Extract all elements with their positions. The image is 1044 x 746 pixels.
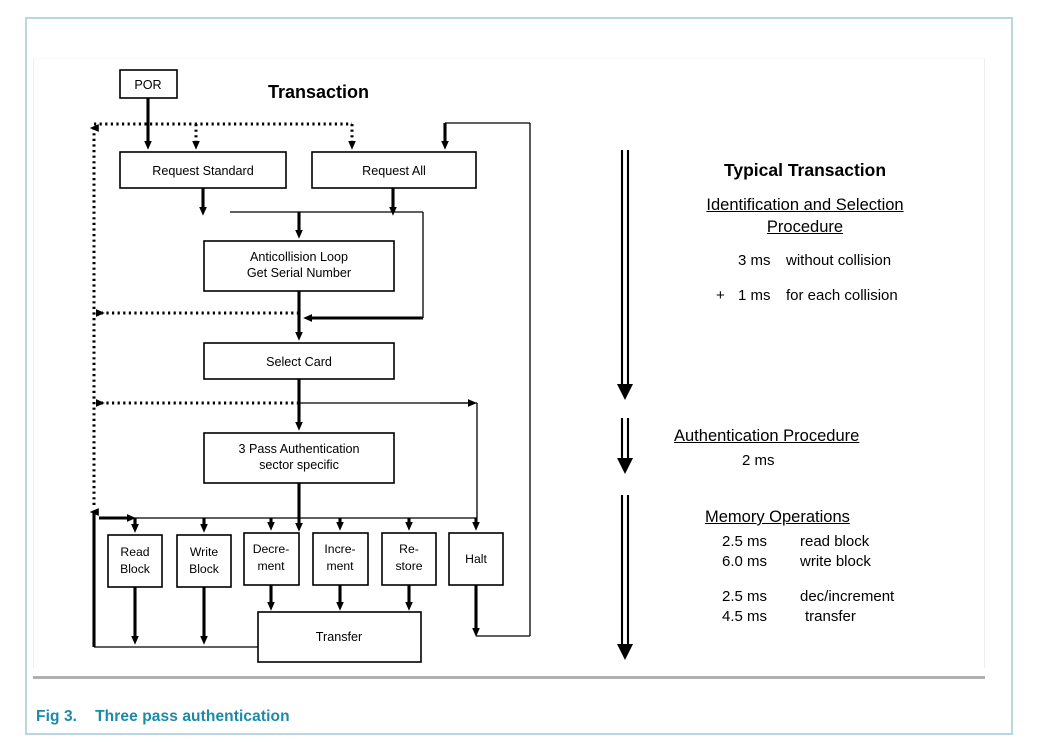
annotation-heading: Typical Transaction — [723, 160, 887, 180]
label-read-1: Read — [120, 545, 149, 559]
annotation-section-1-row-0-desc: without collision — [786, 252, 892, 269]
label-auth-1: 3 Pass Authentication — [238, 442, 359, 456]
label-request-all: Request All — [362, 164, 426, 178]
node-read-block — [107, 534, 163, 588]
annotation-section-1-title-line2: Procedure — [766, 218, 844, 236]
annotation-section-3-title: Memory Operations — [705, 508, 850, 526]
label-auth-2: sector specific — [259, 458, 339, 472]
label-select-card: Select Card — [266, 355, 332, 369]
annotation-section-1-row-0-value: 3 ms — [738, 252, 771, 269]
node-request-standard — [119, 151, 287, 189]
label-increment-1: Incre- — [324, 542, 355, 556]
figure-caption: Fig 3. Three pass authentication — [36, 708, 290, 726]
node-decrement — [243, 532, 300, 586]
label-anticollision-2: Get Serial Number — [247, 266, 351, 280]
label-decrement-2: ment — [257, 559, 285, 573]
annotation-section-1-row-1-prefix: + — [716, 287, 725, 304]
annotation-section-3-row-1-desc: write block — [800, 553, 871, 570]
node-write-block — [176, 534, 232, 588]
node-anticollision — [203, 240, 395, 292]
node-select-card — [203, 342, 395, 380]
label-read-2: Block — [120, 562, 151, 576]
annotation-section-1-row-1-value: 1 ms — [738, 287, 771, 304]
annotation-section-3-row-1-value: 6.0 ms — [722, 553, 768, 570]
figure-caption-text: Three pass authentication — [95, 708, 290, 725]
annotation-section-3-row-3-value: 4.5 ms — [722, 608, 768, 625]
node-authentication — [203, 432, 395, 484]
label-write-2: Block — [189, 562, 220, 576]
annotation-section-1-title-line1: Identification and Selection — [706, 196, 904, 214]
annotation-section-2-title: Authentication Procedure — [674, 427, 860, 445]
annotation-section-2-row-0-value: 2 ms — [742, 452, 775, 469]
annotation-section-3-row-0-desc: read block — [800, 533, 870, 550]
figure-caption-number: Fig 3. — [36, 708, 78, 725]
label-halt: Halt — [465, 552, 487, 566]
label-anticollision-1: Anticollision Loop — [250, 250, 348, 264]
flowchart-title: Transaction — [268, 82, 370, 102]
node-por — [119, 69, 178, 99]
node-restore — [381, 532, 437, 586]
annotation-section-3-row-2-value: 2.5 ms — [722, 588, 768, 605]
label-restore-2: store — [395, 559, 422, 573]
label-increment-2: ment — [326, 559, 354, 573]
label-decrement-1: Decre- — [253, 542, 290, 556]
label-transfer: Transfer — [316, 630, 362, 644]
label-restore-1: Re- — [399, 542, 419, 556]
node-transfer — [257, 611, 422, 663]
label-por: POR — [134, 78, 161, 92]
annotation-section-3-row-3-desc: transfer — [805, 608, 856, 625]
annotation-section-1-row-1-desc: for each collision — [786, 287, 898, 304]
annotation-section-3-row-2-desc: dec/increment — [800, 588, 895, 605]
label-write-1: Write — [190, 545, 218, 559]
caption-divider — [33, 676, 985, 679]
annotation-section-3-row-0-value: 2.5 ms — [722, 533, 768, 550]
label-request-standard: Request Standard — [152, 164, 254, 178]
